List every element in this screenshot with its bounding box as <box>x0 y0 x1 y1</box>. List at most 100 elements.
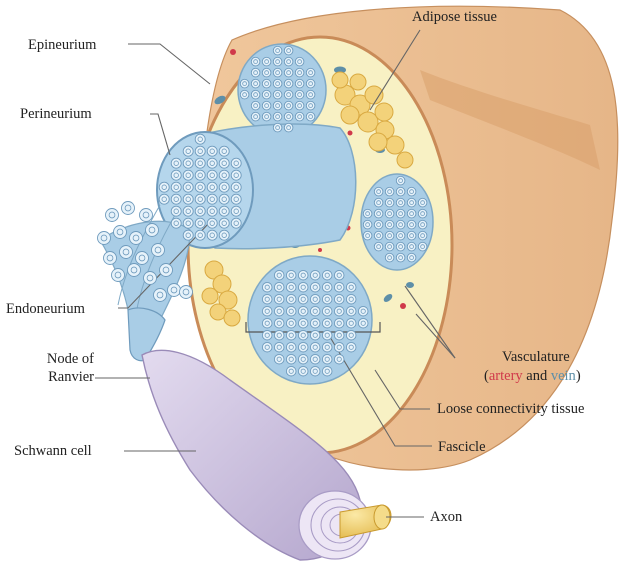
fibre-cross-section <box>295 68 304 77</box>
label-and: and <box>523 368 551 384</box>
fibre-cross-section <box>418 209 427 218</box>
fibre-cross-section <box>262 57 271 66</box>
fibre-cross-section <box>171 170 181 180</box>
fibre-cross-section <box>273 46 282 55</box>
artery-mark <box>318 248 322 252</box>
fibre-cross-section <box>231 206 241 216</box>
fibre-cross-section <box>346 330 356 340</box>
fibre-cross-section <box>306 101 315 110</box>
fibre-cross-section <box>306 112 315 121</box>
fibre-cross-section <box>322 270 332 280</box>
fibre-cross-section <box>106 209 119 222</box>
fibre-cross-section <box>310 318 320 328</box>
fibre-cross-section <box>310 366 320 376</box>
fibre-cross-section <box>306 68 315 77</box>
fascicle-top <box>238 44 326 136</box>
fibre-cross-section <box>251 57 260 66</box>
fibre-cross-section <box>298 366 308 376</box>
fibre-cross-section <box>385 231 394 240</box>
fibre-cross-section <box>195 206 205 216</box>
fibre-cross-section <box>286 330 296 340</box>
fibre-cross-section <box>396 220 405 229</box>
fibre-cross-section <box>284 112 293 121</box>
fibre-cross-section <box>207 170 217 180</box>
fibre-cross-section <box>374 187 383 196</box>
fibre-cross-section <box>374 198 383 207</box>
fibre-cross-section <box>231 218 241 228</box>
fibre-cross-section <box>219 194 229 204</box>
fibre-cross-section <box>346 306 356 316</box>
fibre-cross-section <box>251 79 260 88</box>
fibre-cross-section <box>396 198 405 207</box>
fibre-cross-section <box>273 90 282 99</box>
label-schwann-cell: Schwann cell <box>14 442 92 460</box>
fibre-cross-section <box>171 206 181 216</box>
fibre-cross-section <box>262 330 272 340</box>
fibre-cross-section <box>262 112 271 121</box>
fibre-cross-section <box>295 90 304 99</box>
fibre-cross-section <box>334 342 344 352</box>
fibre-cross-section <box>374 220 383 229</box>
fibre-cross-section <box>310 306 320 316</box>
fibre-cross-section <box>385 187 394 196</box>
fibre-cross-section <box>251 112 260 121</box>
fibre-cross-section <box>286 354 296 364</box>
fibre-cross-section <box>195 170 205 180</box>
fibre-cross-section <box>152 244 165 257</box>
fibre-cross-section <box>334 294 344 304</box>
fibre-cross-section <box>195 194 205 204</box>
fibre-cross-section <box>274 306 284 316</box>
fibre-cross-section <box>183 194 193 204</box>
fibre-cross-section <box>396 209 405 218</box>
fibre-cross-section <box>219 230 229 240</box>
fibre-cross-section <box>298 330 308 340</box>
fibre-cross-section <box>274 318 284 328</box>
leader-perineurium <box>150 114 170 155</box>
fibre-cross-section <box>136 252 149 265</box>
fibre-cross-section <box>334 270 344 280</box>
fibre-cross-section <box>195 158 205 168</box>
fibre-cross-section <box>262 79 271 88</box>
fibre-cross-section <box>306 79 315 88</box>
fibre-cross-section <box>98 232 111 245</box>
artery-mark <box>230 49 236 55</box>
label-node-of-ranvier: Node of Ranvier <box>44 350 94 386</box>
fibre-cross-section <box>407 209 416 218</box>
label-fascicle: Fascicle <box>438 438 486 456</box>
fibre-cross-section <box>310 354 320 364</box>
fibre-cross-section <box>407 231 416 240</box>
fibre-cross-section <box>240 90 249 99</box>
fibre-cross-section <box>286 294 296 304</box>
fibre-cross-section <box>310 330 320 340</box>
fibre-cross-section <box>298 318 308 328</box>
fibre-cross-section <box>295 112 304 121</box>
fibre-cross-section <box>396 253 405 262</box>
fibre-cross-section <box>295 101 304 110</box>
fibre-cross-section <box>195 218 205 228</box>
fibre-cross-section <box>418 242 427 251</box>
fibre-cross-section <box>298 294 308 304</box>
fibre-cross-section <box>273 112 282 121</box>
label-node-line2: Ranvier <box>44 368 94 386</box>
fibre-cross-section <box>128 264 141 277</box>
fibre-cross-section <box>262 306 272 316</box>
fibre-cross-section <box>183 206 193 216</box>
fibre-cross-section <box>322 294 332 304</box>
fibre-cross-section <box>159 194 169 204</box>
fibre-cross-section <box>183 230 193 240</box>
fibre-cross-section <box>346 282 356 292</box>
fibre-cross-section <box>396 187 405 196</box>
fibre-cross-section <box>207 230 217 240</box>
fibre-cross-section <box>195 230 205 240</box>
fibre-cross-section <box>262 318 272 328</box>
fibre-cross-section <box>219 182 229 192</box>
fibre-cross-section <box>207 158 217 168</box>
artery-mark <box>400 303 406 309</box>
fibre-cross-section <box>273 68 282 77</box>
fibre-cross-section <box>219 158 229 168</box>
fibre-cross-section <box>183 158 193 168</box>
fibre-cross-section <box>407 242 416 251</box>
fibre-cross-section <box>207 146 217 156</box>
